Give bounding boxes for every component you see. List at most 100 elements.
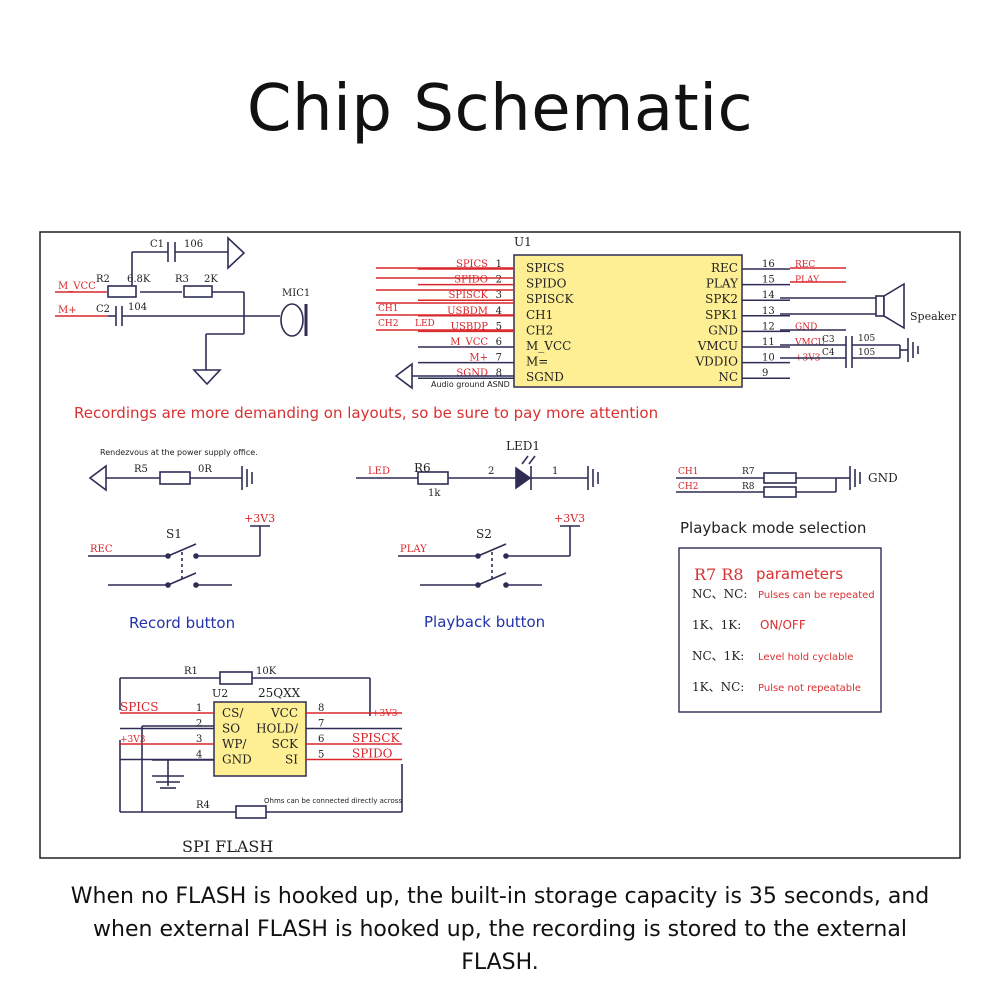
u2-pin-number: 1: [196, 703, 202, 714]
r7-label: R7: [742, 467, 755, 477]
led-tag: LED: [415, 319, 435, 329]
r5-label: R5: [134, 464, 148, 475]
u1-pin-label: VMCU: [697, 339, 738, 353]
led-pin2: 2: [488, 466, 494, 477]
u1-pin-label: PLAY: [706, 277, 739, 291]
record-button-label: Record button: [129, 614, 235, 632]
u1-pin-number: 12: [762, 321, 775, 332]
layout-note: Recordings are more demanding on layouts…: [74, 404, 658, 422]
u2-pin-number: 4: [196, 750, 202, 761]
c3-value: 105: [858, 334, 875, 344]
c4-label: C4: [822, 348, 835, 358]
parameter-table-box: [678, 547, 882, 713]
parameter-row-code: 1K、NC:: [692, 680, 744, 694]
s1-supply: +3V3: [244, 512, 275, 525]
u1-left-net: SPIDO: [454, 275, 488, 286]
u2-chip-body: [213, 701, 307, 777]
sgnd-wire: [394, 362, 514, 390]
parameter-table-heading: parameters: [756, 565, 843, 583]
r3-label: R3: [175, 274, 189, 285]
u1-pin-number: 11: [762, 337, 775, 348]
u1-right-net: VMCU: [794, 338, 826, 348]
r5-value: 0R: [198, 464, 212, 475]
u2-pin-label: SI: [285, 753, 298, 767]
ch2-tag: CH2: [378, 319, 398, 329]
parameter-table-r7r8: R7 R8: [694, 565, 744, 584]
c3-label: C3: [822, 335, 835, 345]
parameter-row-desc: Pulse not repeatable: [758, 683, 861, 694]
playback-switch: [398, 525, 580, 588]
u1-pin-number: 13: [762, 306, 775, 317]
caption: When no FLASH is hooked up, the built-in…: [70, 884, 930, 975]
s2-supply: +3V3: [554, 512, 585, 525]
u1-pin-number: 8: [496, 368, 502, 379]
u1-pin-label: REC: [711, 261, 738, 275]
u1-pin-number: 1: [496, 259, 502, 270]
u1-left-net: SGND: [456, 368, 488, 379]
playback-mode-label: Playback mode selection: [680, 519, 866, 537]
u2-right-net: +3V3: [372, 709, 398, 719]
u1-pin-number: 10: [762, 353, 775, 364]
u1-pin-label: M=: [526, 355, 548, 369]
u2-pin-label: SO: [222, 722, 240, 736]
u1-pin-number: 3: [496, 290, 502, 301]
u2-pin-number: 7: [318, 719, 324, 730]
playback-button-label: Playback button: [424, 613, 545, 631]
r4-note: Ohms can be connected directly across: [264, 797, 402, 805]
r8-label: R8: [742, 482, 755, 492]
u1-right-net: GND: [795, 322, 817, 332]
u2-right-net: SPIDO: [352, 747, 393, 761]
u1-pin-number: 14: [762, 290, 775, 301]
parameter-row-code: NC、1K:: [692, 649, 744, 663]
r7r8-circuit: [676, 466, 861, 498]
r4-label: R4: [196, 800, 210, 811]
mic-section: [107, 236, 308, 386]
c2-value: 104: [128, 302, 147, 313]
parameter-row-code: NC、NC:: [692, 587, 747, 601]
u1-pin-number: 6: [496, 337, 502, 348]
u2-pin-label: CS/: [222, 706, 244, 720]
u1-chip-body: [513, 254, 743, 388]
u1-right-net: PLAY: [795, 276, 820, 286]
u1-pin-label: SPK1: [705, 308, 738, 322]
ch1-tag: CH1: [378, 304, 398, 314]
parameter-row-code: 1K、1K:: [692, 618, 741, 632]
u2-left-net: +3V3: [120, 735, 146, 745]
u2-pin-number: 3: [196, 734, 202, 745]
u1-pin-number: 16: [762, 259, 775, 270]
audio-ground-note: Audio ground ASND: [431, 380, 510, 389]
u1-pin-number: 5: [496, 321, 502, 332]
u2-pin-label: WP/: [222, 737, 247, 751]
u1-pin-label: GND: [708, 323, 738, 337]
s2-label: S2: [476, 527, 492, 541]
u1-pin-label: SPK2: [705, 292, 738, 306]
u1-pin-label: NC: [718, 370, 738, 384]
u2-pin-label: VCC: [270, 706, 298, 720]
u1-pin-label: CH1: [526, 308, 553, 322]
led-net: LED: [368, 466, 390, 477]
u1-pin-label: SGND: [526, 370, 564, 384]
mic-section-red-wires: [55, 291, 108, 317]
u1-left-net: USBDP: [451, 321, 489, 332]
c1-label: C1: [150, 239, 164, 250]
r6-value: 1k: [428, 488, 441, 499]
play-net: PLAY: [400, 544, 427, 555]
u1-left-net: M+: [469, 353, 488, 364]
c2-label: C2: [96, 304, 110, 315]
led1-label: LED1: [506, 439, 540, 453]
u2-pin-label: SCK: [272, 737, 299, 751]
mic1-label: MIC1: [282, 288, 310, 299]
spi-flash-title: SPI FLASH: [182, 837, 273, 856]
led-circuit: [356, 455, 599, 490]
rec-net: REC: [90, 544, 113, 555]
c4-value: 105: [858, 348, 875, 358]
u2-pin-number: 2: [196, 719, 202, 730]
r7r8-ch1: CH1: [678, 467, 698, 477]
c1-value: 106: [184, 239, 203, 250]
parameter-row-desc: Pulses can be repeated: [758, 590, 875, 601]
u2-pin-number: 8: [318, 703, 324, 714]
parameter-row-desc: Level hold cyclable: [758, 652, 853, 663]
